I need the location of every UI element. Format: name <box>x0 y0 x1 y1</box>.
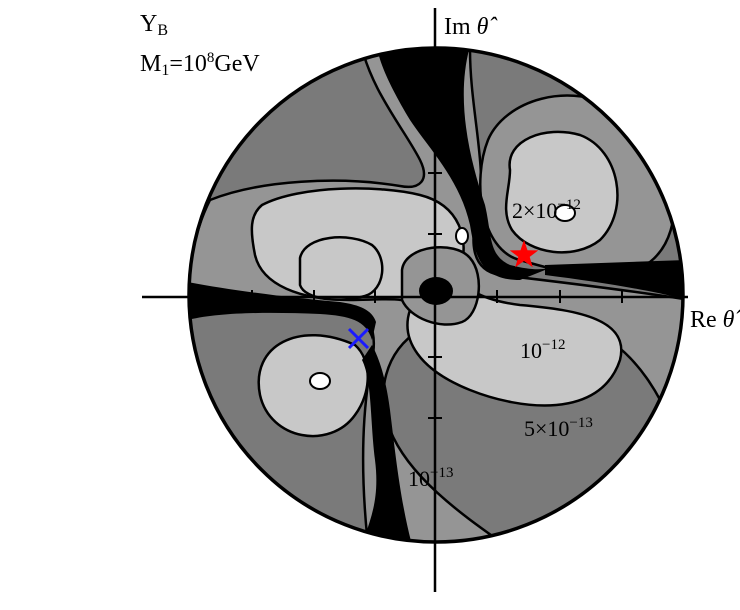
region-upper-right-inner <box>504 130 619 254</box>
band-top <box>378 48 550 280</box>
y-axis-label: Im θ̂ <box>444 14 489 40</box>
title-mass: M1=108GeV <box>140 50 260 79</box>
island-right <box>554 204 576 222</box>
band-right <box>545 260 683 300</box>
contour-label-1e-13: 10−13 <box>408 465 454 491</box>
blue-cross-icon <box>347 327 370 350</box>
contour-label-2e-12: 2×10−12 <box>512 197 581 223</box>
contour-label-1e-12: 10−12 <box>520 337 566 363</box>
x-axis-label: Re θ̂ <box>690 307 735 333</box>
red-star-icon <box>509 240 539 268</box>
band-bottom <box>362 345 412 542</box>
x-ticks <box>251 290 623 303</box>
y-ticks <box>428 172 442 419</box>
island-left <box>309 372 331 390</box>
island-upper <box>455 227 469 245</box>
title-yb: YB <box>140 11 169 39</box>
contour-label-5e-13: 5×10−13 <box>524 415 593 441</box>
region-left-blob <box>298 236 384 301</box>
